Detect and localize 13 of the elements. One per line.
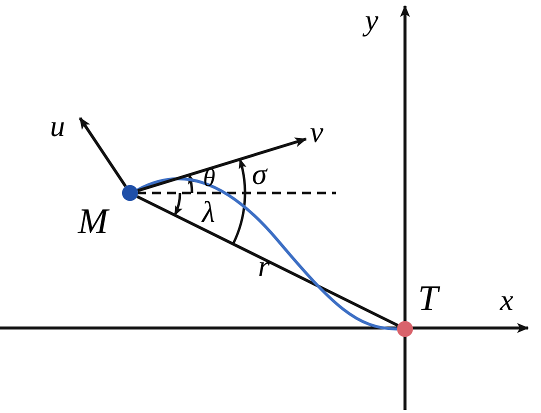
- point-label: M: [78, 203, 108, 239]
- axis-label: y: [365, 6, 378, 36]
- edge-label: u: [50, 112, 65, 142]
- point-marker: [122, 185, 138, 201]
- angle-label: σ: [252, 160, 267, 190]
- edge-label: v: [310, 118, 324, 148]
- point-label: T: [418, 280, 438, 316]
- vector-arrow: [137, 137, 307, 192]
- edge-label: r: [258, 252, 270, 282]
- axis-label: x: [500, 286, 514, 316]
- vector-arrow: [78, 117, 127, 188]
- angle-label: λ: [202, 198, 215, 228]
- point-marker: [397, 321, 413, 337]
